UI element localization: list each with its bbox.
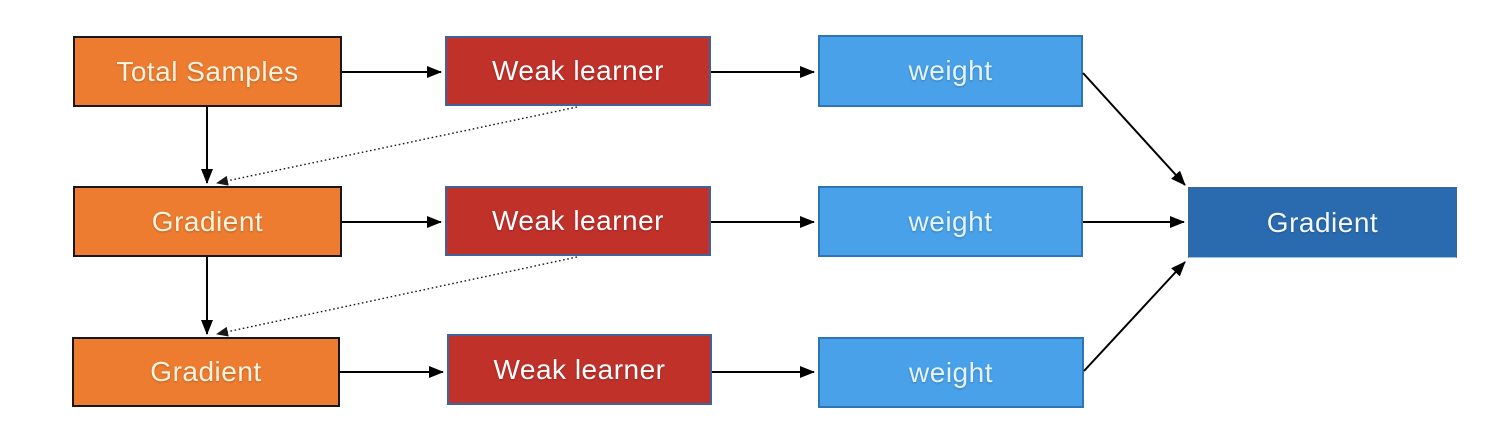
node-gradient-2: Gradient <box>72 337 340 407</box>
edge-weight3-gradientfinal <box>1083 261 1186 372</box>
node-total-samples: Total Samples <box>73 36 342 107</box>
edge-weight1-gradientfinal <box>1082 72 1186 186</box>
node-weight-1: weight <box>818 35 1083 107</box>
node-weak-learner-1: Weak learner <box>445 36 711 106</box>
node-weak-learner-3: Weak learner <box>447 334 712 405</box>
node-gradient-1: Gradient <box>73 186 342 257</box>
node-weak-learner-2: Weak learner <box>445 186 711 256</box>
node-weight-2: weight <box>818 186 1083 257</box>
node-weight-3: weight <box>818 337 1084 408</box>
node-gradient-final: Gradient <box>1188 187 1457 258</box>
edge-weaklearner2-gradient2-dotted <box>216 256 578 337</box>
edge-weaklearner1-gradient1-dotted <box>216 106 578 186</box>
